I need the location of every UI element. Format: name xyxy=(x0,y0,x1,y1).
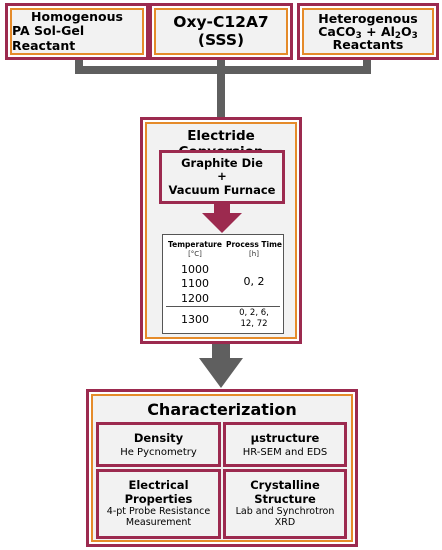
cell-crystalline-structure: Crystalline Structure Lab and Synchrotro… xyxy=(223,469,347,539)
temperature-header: Temperature xyxy=(168,240,222,249)
equipment-line2: + xyxy=(217,169,227,184)
microstructure-title: µstructure xyxy=(250,431,320,445)
electrical-title-line1: Electrical xyxy=(128,478,189,493)
crystalline-desc-line2: XRD xyxy=(274,516,296,528)
temperature-group1: 1000 1100 1200 xyxy=(166,263,224,306)
process-time-unit: [h] xyxy=(249,250,259,258)
input-box-homogenous: Homogenous PA Sol-Gel Reactant xyxy=(5,3,149,60)
characterization-title: Characterization xyxy=(147,400,297,419)
connector-left-drop xyxy=(75,58,83,70)
down-arrow-to-characterization xyxy=(199,343,243,388)
temperature-1300: 1300 xyxy=(181,313,209,326)
connector-center-drop xyxy=(217,58,225,70)
input-heterogenous-line3: Reactants xyxy=(332,37,404,53)
density-title: Density xyxy=(133,431,184,445)
equipment-line1: Graphite Die xyxy=(181,156,263,171)
crystalline-title-line2: Structure xyxy=(254,491,316,506)
times-group2-line1: 0, 2, 6, xyxy=(239,308,269,318)
crystalline-title-line1: Crystalline xyxy=(250,478,320,493)
equipment-line3: Vacuum Furnace xyxy=(168,182,276,197)
input-box-heterogenous: Heterogenous CaCO3 + Al2O3 Reactants xyxy=(297,3,439,60)
temperature-unit: [°C] xyxy=(188,250,202,258)
connector-stem xyxy=(217,66,225,118)
times-group2-line2: 12, 72 xyxy=(240,319,268,330)
density-desc: He Pycnometry xyxy=(120,447,197,458)
characterization-panel: Characterization Density He Pycnometry µ… xyxy=(86,389,358,547)
electrical-desc-line1: 4-pt Probe Resistance xyxy=(106,505,211,517)
cell-microstructure: µstructure HR-SEM and EDS xyxy=(223,422,347,467)
table-separator xyxy=(166,306,280,307)
connector-right-drop xyxy=(363,58,371,70)
process-time-header: Process Time xyxy=(225,240,282,249)
input-homogenous-line1: Homogenous xyxy=(31,8,123,24)
crystalline-desc-line1: Lab and Synchrotron xyxy=(235,505,335,517)
times-group2: 0, 2, 6, 12, 72 xyxy=(225,308,283,330)
microstructure-desc: HR-SEM and EDS xyxy=(242,447,328,458)
input-oxy-line2: (SSS) xyxy=(197,30,245,49)
equipment-box: Graphite Die + Vacuum Furnace xyxy=(159,150,285,204)
input-homogenous-line2: PA Sol-Gel Reactant xyxy=(12,23,85,53)
input-heterogenous-line1: Heterogenous xyxy=(318,10,418,26)
temperature-1200: 1200 xyxy=(181,291,209,305)
electrical-desc-line2: Measurement xyxy=(125,516,192,528)
input-box-oxy-c12a7: Oxy-C12A7 (SSS) xyxy=(149,3,293,60)
temperature-1100: 1100 xyxy=(181,277,209,291)
input-heterogenous-line2: CaCO3 + Al2O3 xyxy=(318,23,418,41)
process-parameter-table: Temperature [°C] Process Time [h] 1000 1… xyxy=(162,234,284,334)
cell-electrical-properties: Electrical Properties 4-pt Probe Resista… xyxy=(96,469,221,539)
temperature-1000: 1000 xyxy=(181,263,209,276)
times-group1: 0, 2 xyxy=(243,275,265,288)
input-oxy-line1: Oxy-C12A7 xyxy=(173,12,269,31)
cell-density: Density He Pycnometry xyxy=(96,422,221,467)
electride-conversion-panel: Electride Conversion Graphite Die + Vacu… xyxy=(140,117,302,344)
electrical-title-line2: Properties xyxy=(124,491,193,506)
maroon-down-arrow xyxy=(202,203,242,233)
